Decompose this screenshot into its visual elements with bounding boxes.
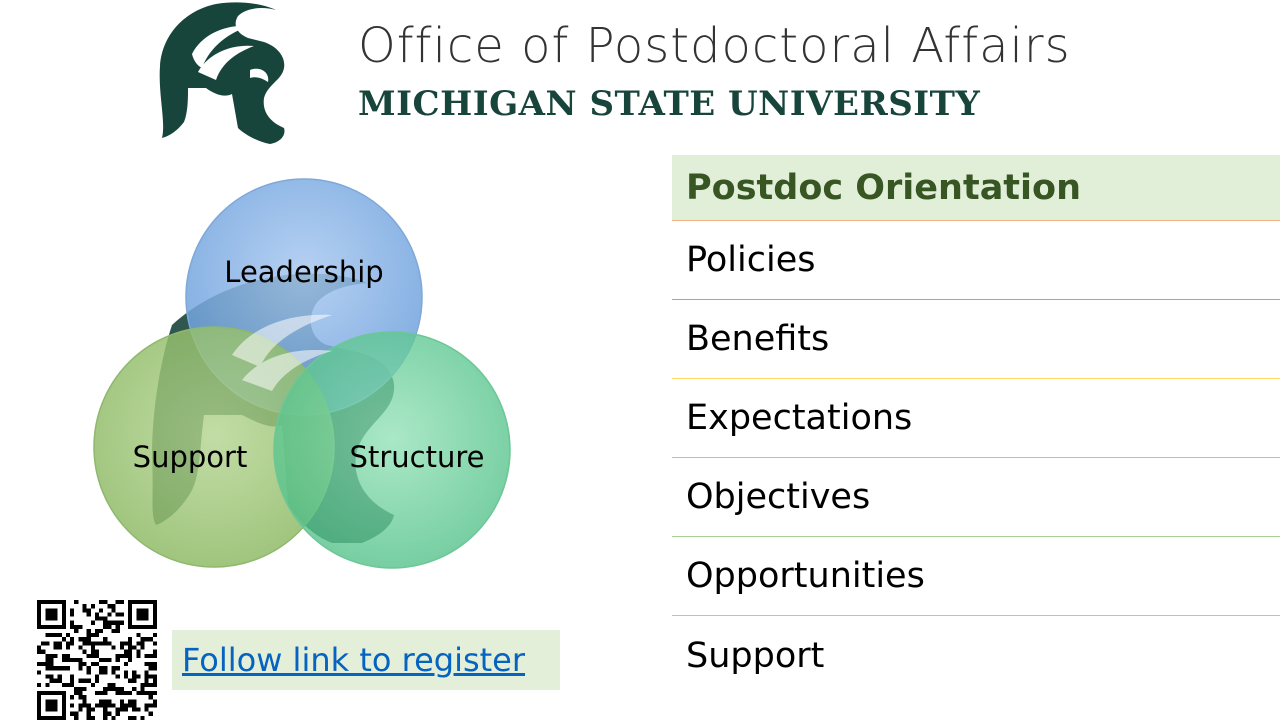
venn-label-leadership: Leadership	[224, 255, 383, 289]
venn-label-support: Support	[133, 440, 248, 474]
venn-diagram: Leadership Support Structure	[93, 178, 511, 569]
agenda-item: Benefits	[672, 300, 1280, 379]
helmet-stripes	[232, 314, 332, 391]
qr-code-icon[interactable]	[37, 600, 157, 720]
register-box: Follow link to register	[172, 630, 560, 690]
orientation-agenda: Postdoc Orientation Policies Benefits Ex…	[672, 155, 1280, 695]
spartan-helmet-icon	[159, 2, 285, 144]
university-name: MICHIGAN STATE UNIVERSITY	[358, 84, 981, 124]
agenda-item: Support	[686, 635, 825, 676]
agenda-heading: Postdoc Orientation	[672, 155, 1280, 221]
circle-structure	[273, 331, 511, 569]
venn-label-structure: Structure	[350, 440, 485, 474]
register-link[interactable]: Follow link to register	[182, 641, 526, 679]
agenda-item: Expectations	[672, 379, 1280, 458]
agenda-item: Opportunities	[672, 537, 1280, 616]
office-title: Office of Postdoctoral Affairs	[358, 18, 1071, 74]
agenda-item: Objectives	[672, 458, 1280, 537]
agenda-item: Policies	[672, 221, 1280, 300]
